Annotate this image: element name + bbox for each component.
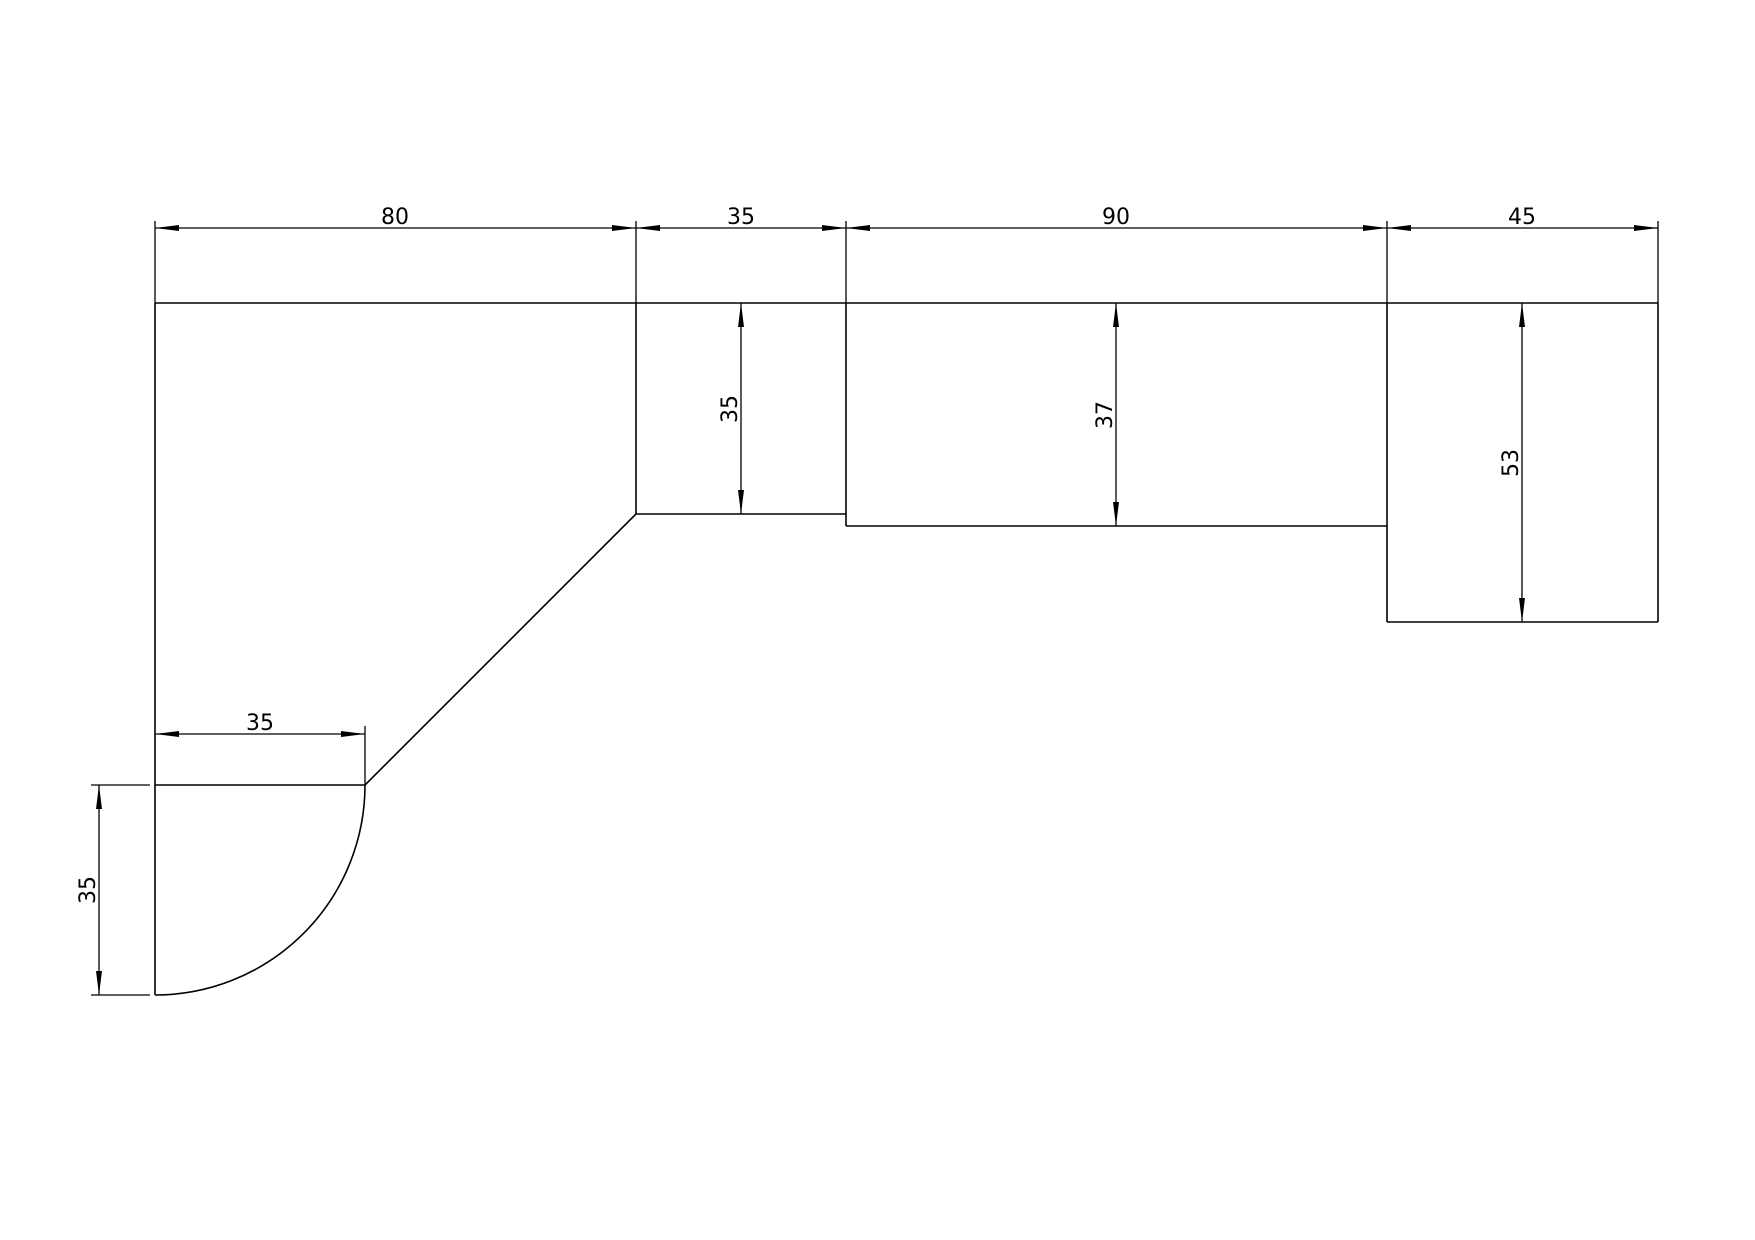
dim-label-45: 45: [1508, 205, 1536, 230]
dim-label-90: 90: [1102, 205, 1130, 230]
dim-label-35-section-2: 35: [718, 395, 743, 423]
dim-label-35-top: 35: [727, 205, 755, 230]
corner-dimensions: 35 35: [76, 711, 366, 996]
dim-label-80: 80: [381, 205, 409, 230]
top-dimension-chain: 80 35 90 45: [154, 205, 1659, 303]
diagonal-edge: [364, 513, 637, 786]
corner-arc: [154, 784, 366, 996]
dim-label-35-corner-width: 35: [246, 711, 274, 736]
height-dimensions: 35 37 53: [718, 303, 1525, 622]
dim-label-37: 37: [1093, 401, 1118, 429]
dim-label-35-corner-height: 35: [76, 876, 101, 904]
desk-outline: [154, 302, 1659, 996]
dim-label-53: 53: [1499, 449, 1524, 477]
